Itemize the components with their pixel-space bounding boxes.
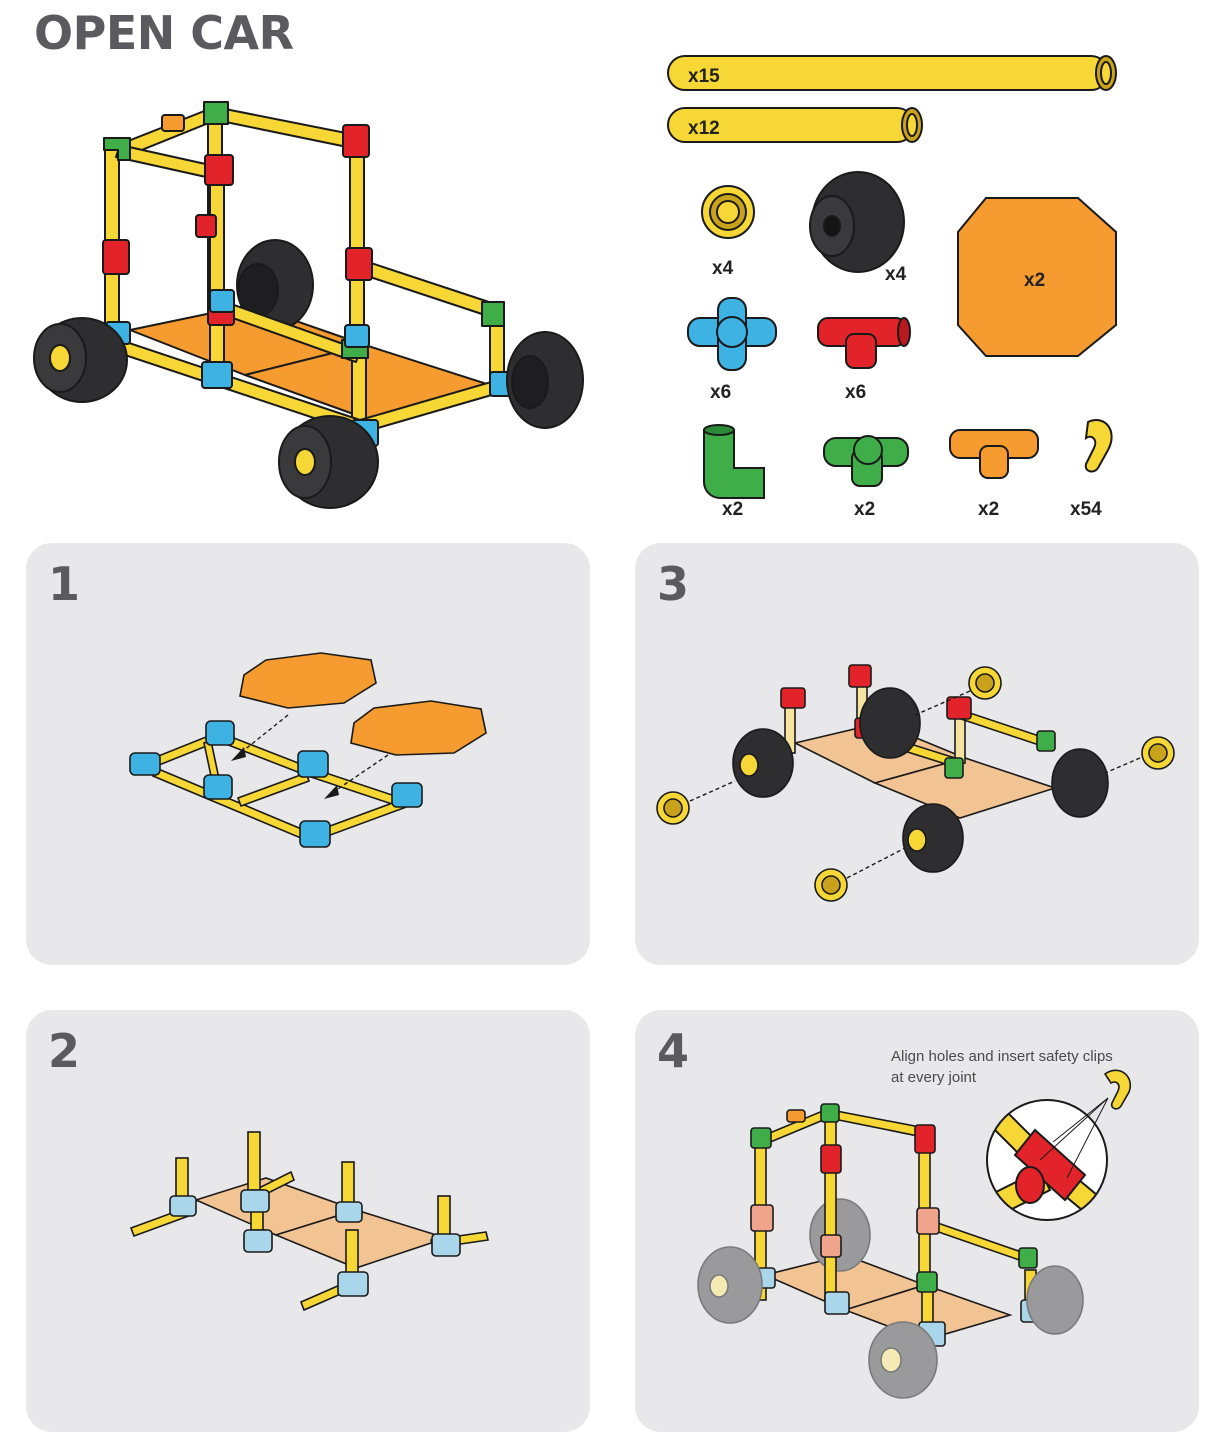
parts-list: x15 x12 x4 x4 x2 x6 x6 x2 x2 x2 x54 — [667, 55, 1117, 520]
step-3-panel: 3 — [635, 543, 1199, 965]
elbow-connector-icon — [703, 424, 765, 499]
octagon-panel-icon — [957, 197, 1117, 357]
cap-icon — [701, 185, 755, 239]
part-qty-red-tee: x6 — [845, 382, 866, 403]
part-qty-short-pipe: x12 — [688, 118, 720, 139]
part-qty-elbow: x2 — [722, 499, 743, 520]
cross-connector-icon — [687, 297, 777, 371]
part-qty-cross: x6 — [710, 382, 731, 403]
part-qty-panel: x2 — [1024, 270, 1045, 291]
pipe-icon — [667, 107, 923, 143]
step-2-illustration — [129, 1131, 489, 1312]
arrow-icon — [237, 714, 389, 794]
part-qty-long-pipe: x15 — [688, 66, 720, 87]
magnifier-icon — [986, 1097, 1109, 1221]
step-number: 1 — [48, 557, 81, 611]
step-1-illustration — [129, 652, 487, 848]
page-title: OPEN CAR — [34, 6, 294, 60]
step-number: 4 — [657, 1024, 690, 1078]
tee-connector-icon — [949, 429, 1039, 479]
part-qty-corner: x2 — [854, 499, 875, 520]
step-4-note: Align holes and insert safety clips at e… — [891, 1048, 1113, 1086]
step-4-panel: 4 Align holes and insert safety clips at… — [635, 1010, 1199, 1432]
part-qty-cap: x4 — [712, 258, 734, 279]
part-qty-clip: x54 — [1070, 499, 1102, 520]
tee-connector-icon — [817, 317, 911, 369]
wheel-icon — [809, 171, 905, 273]
step-3-illustration — [656, 664, 1175, 902]
part-qty-wheel: x4 — [885, 264, 907, 285]
pipe-icon — [667, 55, 1117, 91]
step-2-panel: 2 — [26, 1010, 590, 1432]
step-number: 2 — [48, 1024, 81, 1078]
step-1-panel: 1 — [26, 543, 590, 965]
step-number: 3 — [657, 557, 690, 611]
step-4-illustration — [697, 1069, 1132, 1399]
corner-connector-icon — [823, 435, 909, 487]
assembled-car-illustration — [33, 101, 584, 509]
clip-icon — [1103, 1069, 1132, 1110]
part-qty-orange-tee: x2 — [978, 499, 999, 520]
clip-icon — [1084, 419, 1113, 473]
